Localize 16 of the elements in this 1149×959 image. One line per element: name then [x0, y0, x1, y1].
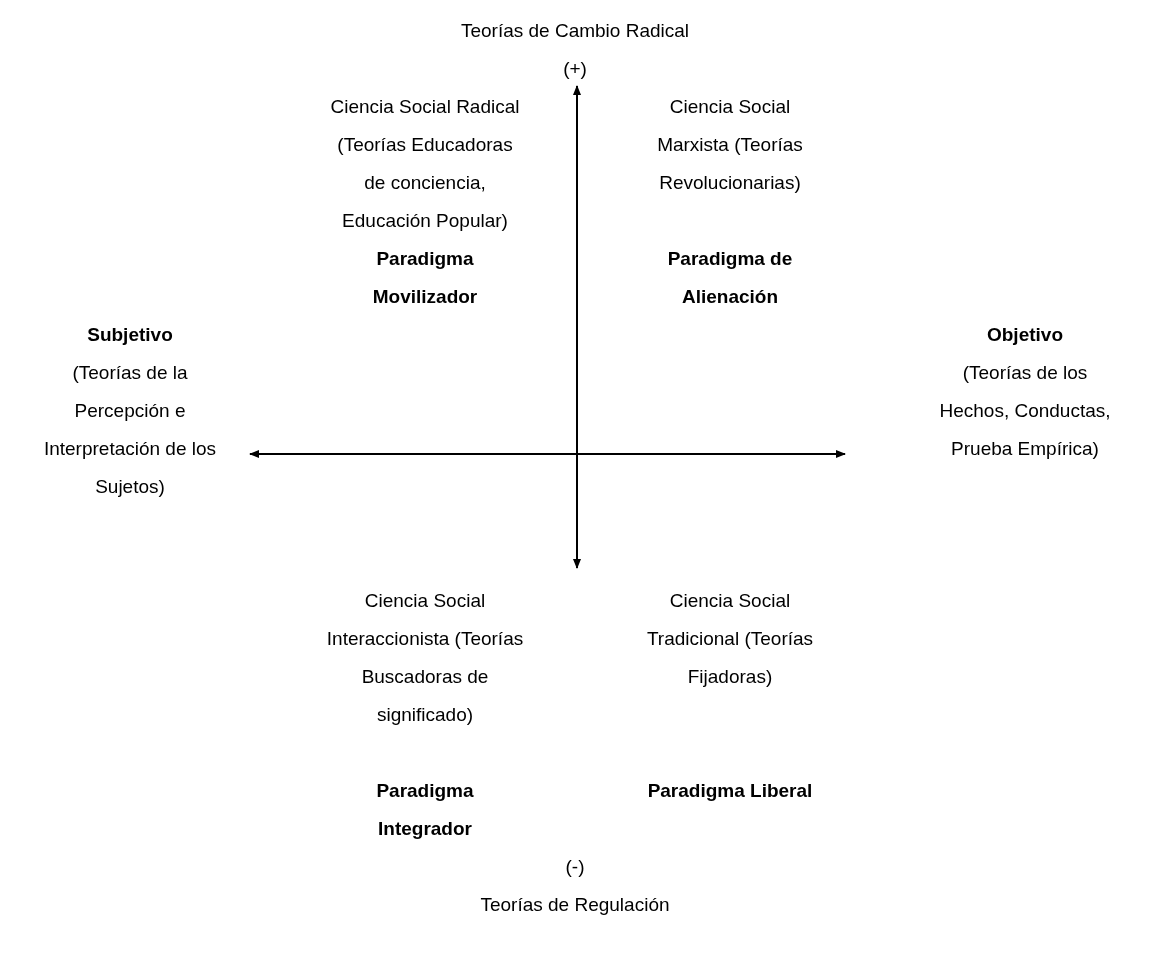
axis-label: Subjetivo: [86, 323, 174, 347]
axis-description: (Teorías de los Hechos, Conductas, Prueba Empírica): [938, 361, 1112, 461]
axis-sign: (+): [562, 57, 588, 81]
quadrant-text: Ciencia Social Interaccionista (Teorías Buscadoras de significado): [325, 589, 525, 727]
quadrant-text: Ciencia Social Marxista (Teorías Revolucionarias): [656, 95, 804, 195]
paradigm-label: Paradigma Integrador: [375, 779, 475, 841]
quadrant-text: Ciencia Social Tradicional (Teorías Fijadoras): [645, 589, 815, 689]
paradigm-label: Paradigma Liberal: [646, 779, 814, 803]
paradigm-label: Paradigma de Alienación: [666, 247, 794, 309]
axis-label: Objetivo: [986, 323, 1064, 347]
quadrant-text: Ciencia Social Radical (Teorías Educadoras de conciencia, Educación Popular): [329, 95, 521, 233]
axis-label: Teorías de Regulación: [479, 893, 671, 917]
axis-label: Teorías de Cambio Radical: [459, 19, 691, 43]
axis-description: (Teorías de la Percepción e Interpretación de los Sujetos): [42, 361, 218, 499]
axis-sign: (-): [564, 855, 586, 879]
paradigm-label: Paradigma Movilizador: [371, 247, 479, 309]
